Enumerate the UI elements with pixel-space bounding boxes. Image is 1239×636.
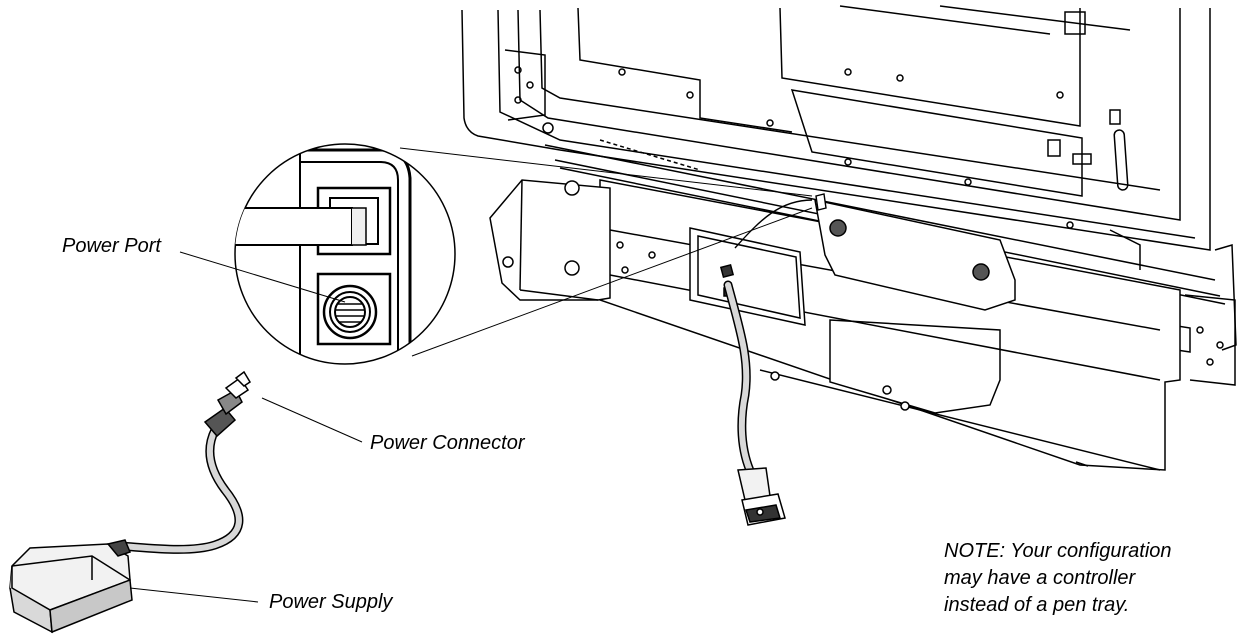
note-line: NOTE: Your configuration [944,540,1172,562]
magnifier [234,143,813,365]
power-supply-label: Power Supply [269,591,393,613]
power-supply [9,539,133,634]
power-port-label: Power Port [62,235,161,257]
tray-power-cable [734,199,813,249]
leader-lines [129,251,363,603]
configuration-note: NOTE: Your configuration may have a cont… [944,538,1172,619]
power-connector [203,370,252,438]
pen-tray [489,179,1181,471]
power-connector-label: Power Connector [370,432,525,454]
note-line: instead of a pen tray. [944,594,1130,616]
note-line: may have a controller [944,567,1136,589]
serial-cable [723,280,786,526]
power-cable [115,425,244,554]
